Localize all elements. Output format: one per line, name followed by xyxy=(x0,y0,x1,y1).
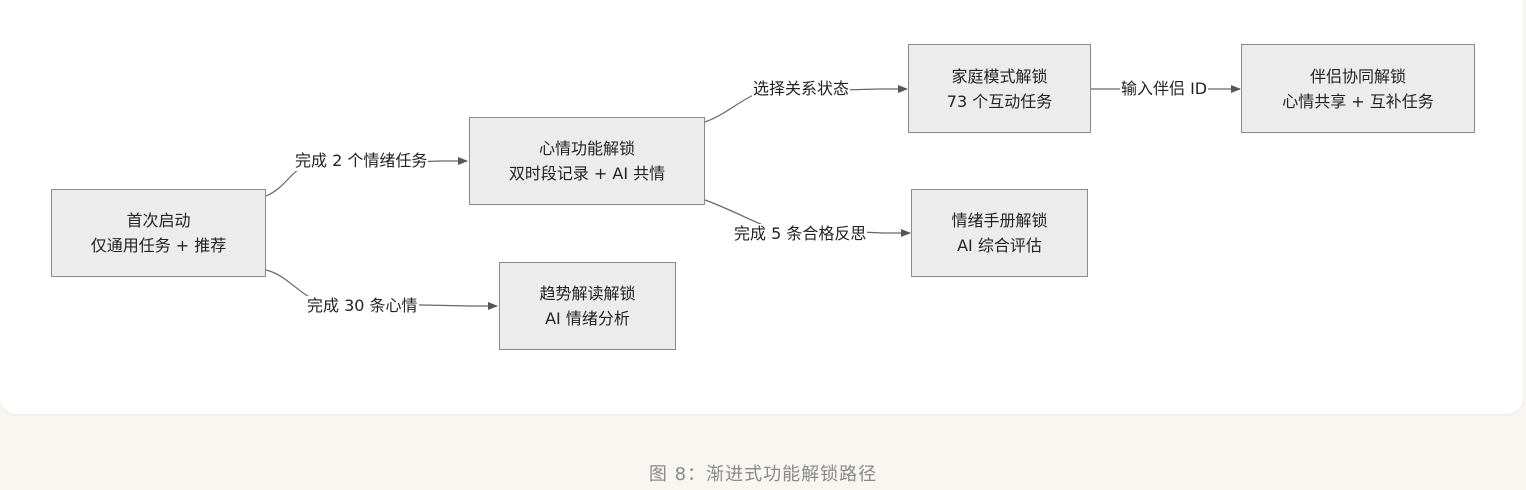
edge-label-enter-partner-id: 输入伴侣 ID xyxy=(1120,79,1209,99)
edge-label-complete-30-moods: 完成 30 条心情 xyxy=(306,296,419,316)
node-partner-unlock: 伴侣协同解锁 心情共享 + 互补任务 xyxy=(1241,44,1475,133)
edge-label-select-relationship: 选择关系状态 xyxy=(752,79,851,99)
node-subtitle: AI 情绪分析 xyxy=(545,309,630,328)
figure-caption: 图 8：渐进式功能解锁路径 xyxy=(648,464,878,485)
node-title: 家庭模式解锁 xyxy=(951,66,1048,86)
node-subtitle: 仅通用任务 + 推荐 xyxy=(90,236,227,255)
node-subtitle: 双时段记录 + AI 共情 xyxy=(508,164,666,183)
node-subtitle: 心情共享 + 互补任务 xyxy=(1282,91,1434,111)
node-title: 伴侣协同解锁 xyxy=(1309,66,1406,86)
node-subtitle: AI 综合评估 xyxy=(957,236,1042,255)
edge-label-complete-2-tasks: 完成 2 个情绪任务 xyxy=(294,151,429,171)
node-subtitle: 73 个互动任务 xyxy=(946,91,1053,111)
node-first-launch: 首次启动 仅通用任务 + 推荐 xyxy=(51,189,266,277)
node-mood-unlock: 心情功能解锁 双时段记录 + AI 共情 xyxy=(469,117,705,205)
node-title: 心情功能解锁 xyxy=(538,139,635,158)
node-title: 趋势解读解锁 xyxy=(539,284,636,303)
node-title: 情绪手册解锁 xyxy=(951,211,1048,230)
node-handbook-unlock: 情绪手册解锁 AI 综合评估 xyxy=(911,189,1088,277)
node-trend-unlock: 趋势解读解锁 AI 情绪分析 xyxy=(499,262,676,350)
edge-label-complete-5-reflections: 完成 5 条合格反思 xyxy=(733,224,868,244)
node-family-unlock: 家庭模式解锁 73 个互动任务 xyxy=(908,44,1091,133)
node-title: 首次启动 xyxy=(126,211,191,230)
